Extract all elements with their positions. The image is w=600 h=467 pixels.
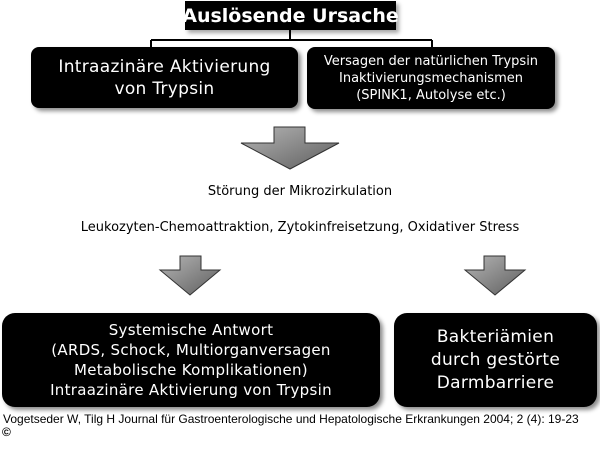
big-down-arrow bbox=[240, 126, 340, 170]
citation-text: Vogetseder W, Tilg H Journal für Gastroe… bbox=[3, 412, 579, 426]
small-down-arrow-right bbox=[463, 255, 527, 296]
copyright-symbol: © bbox=[2, 425, 11, 439]
systemic-response-line: Metabolische Komplikationen) bbox=[74, 361, 308, 379]
inactivation-failure-line: Versagen der natürlichen Trypsin bbox=[323, 53, 539, 69]
systemic-response-line: Systemische Antwort bbox=[108, 321, 274, 339]
trypsin-activation-box: Intraazinäre Aktivierung von Trypsin bbox=[31, 47, 298, 108]
trigger-cause-label: Auslösende Ursache bbox=[182, 4, 399, 27]
bracket-connector bbox=[150, 30, 433, 47]
mediators-text: Leukozyten-Chemoattraktion, Zytokinfreis… bbox=[80, 220, 520, 235]
bacteremia-line: Bakteriämien bbox=[436, 326, 555, 347]
inactivation-failure-line: (SPINK1, Autolyse etc.) bbox=[356, 87, 506, 103]
trypsin-activation-line: Intraazinäre Aktivierung bbox=[58, 56, 271, 77]
small-down-arrow-left bbox=[158, 255, 222, 296]
bacteremia-line: durch gestörte bbox=[430, 349, 561, 370]
inactivation-failure-line: Inaktivierungsmechanismen bbox=[339, 70, 523, 86]
systemic-response-line: (ARDS, Schock, Multiorganversagen bbox=[51, 341, 331, 359]
bacteremia-box: Bakteriämien durch gestörte Darmbarriere bbox=[394, 313, 597, 407]
inactivation-failure-box: Versagen der natürlichen Trypsin Inaktiv… bbox=[307, 47, 555, 109]
systemic-response-box: Systemische Antwort (ARDS, Schock, Multi… bbox=[2, 313, 380, 407]
trigger-cause-box: Auslösende Ursache bbox=[182, 1, 399, 30]
systemic-response-line: Intraazinäre Aktivierung von Trypsin bbox=[50, 381, 332, 399]
bacteremia-line: Darmbarriere bbox=[436, 372, 555, 393]
trypsin-activation-line: von Trypsin bbox=[114, 78, 215, 99]
microcirculation-text: Störung der Mikrozirkulation bbox=[207, 184, 393, 199]
